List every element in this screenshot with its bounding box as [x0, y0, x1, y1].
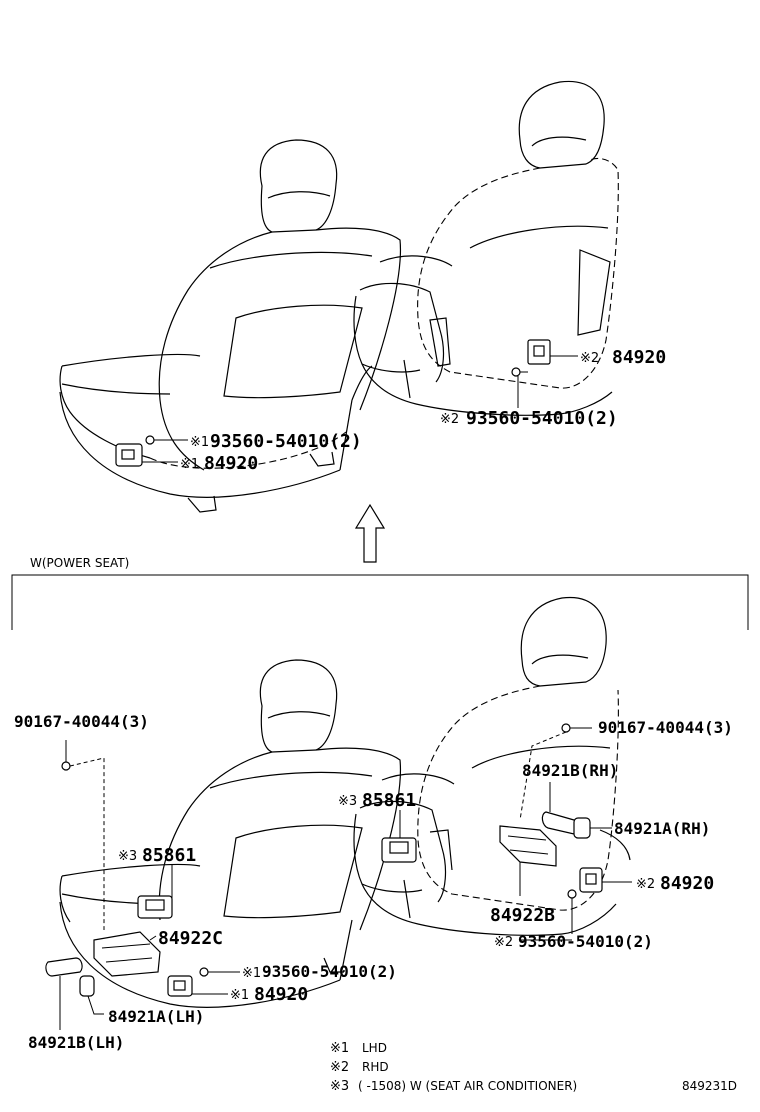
legend-text-1: LHD [362, 1041, 387, 1055]
upper-right-switch-part: 84920 [612, 347, 666, 368]
lower-left-screw-top-part: 90167-40044(3) [14, 712, 149, 731]
lower-right-connector-mark: ※3 [338, 794, 357, 809]
upper-right-screw-part: 93560-54010(2) [466, 408, 618, 429]
lower-right-knob-b-part: 84921B(RH) [522, 761, 618, 780]
legend-text-3: ( -1508) W (SEAT AIR CONDITIONER) [358, 1079, 577, 1093]
lower-right-screw-top-part: 90167-40044(3) [598, 718, 733, 737]
lower-left-screw-mark: ※1 [242, 966, 261, 981]
lower-left-bracket-part: 84922C [158, 928, 223, 949]
upper-left-switch [115, 435, 188, 467]
upper-label-right-screw: ※2 93560-54010(2) [440, 408, 618, 429]
upper-label-right-switch: ※2 84920 [580, 347, 666, 368]
lower-left-seat [59, 659, 402, 1008]
lower-right-bracket-part: 84922B [490, 905, 555, 926]
lower-left-knob-a-part: 84921A(LH) [108, 1007, 204, 1026]
lower-right-screw-part: 93560-54010(2) [518, 932, 653, 951]
upper-right-seat [353, 80, 619, 416]
up-arrow-icon [354, 503, 386, 563]
lower-illustration [45, 596, 632, 1030]
upper-left-switch-mark: ※1 [180, 457, 199, 472]
legend-text-2: RHD [362, 1060, 389, 1074]
upper-left-screw-mark: ※1 [190, 435, 209, 450]
upper-label-left-switch: ※1 84920 [180, 453, 258, 474]
upper-left-switch-part: 84920 [204, 453, 258, 474]
lower-left-parts [45, 740, 240, 1030]
lower-right-connector-part: 85861 [362, 790, 416, 811]
upper-right-switch-mark: ※2 [580, 351, 599, 366]
lower-right-switch-mark: ※2 [636, 877, 655, 892]
lower-right-switch-part: 84920 [660, 873, 714, 894]
lower-left-screw-part: 93560-54010(2) [262, 962, 397, 981]
upper-right-switch [511, 339, 578, 408]
lower-left-connector-part: 85861 [142, 845, 196, 866]
legend-mark-2: ※2 [330, 1060, 349, 1075]
lower-left-connector-mark: ※3 [118, 849, 137, 864]
lower-left-switch-part: 84920 [254, 984, 308, 1005]
lower-right-screw-mark: ※2 [494, 935, 513, 950]
upper-left-screw-part: 93560-54010(2) [210, 431, 362, 452]
figure-id: 849231D [682, 1079, 737, 1093]
lower-left-knob-b-part: 84921B(LH) [28, 1033, 124, 1052]
legend-mark-3: ※3 [330, 1079, 349, 1094]
upper-label-left-screw: ※1 93560-54010(2) [190, 431, 362, 452]
upper-right-screw-mark: ※2 [440, 412, 459, 427]
upper-left-seat [59, 139, 402, 513]
upper-illustration [59, 80, 619, 513]
section-title: W(POWER SEAT) [30, 556, 129, 570]
legend: ※1 LHD ※2 RHD ※3 ( -1508) W (SEAT AIR CO… [330, 1041, 577, 1094]
lower-right-parts [381, 723, 632, 941]
section-bracket [11, 574, 749, 630]
lower-right-knob-a-part: 84921A(RH) [614, 819, 710, 838]
lower-right-seat [353, 596, 631, 936]
lower-left-switch-mark: ※1 [230, 988, 249, 1003]
legend-mark-1: ※1 [330, 1041, 349, 1056]
